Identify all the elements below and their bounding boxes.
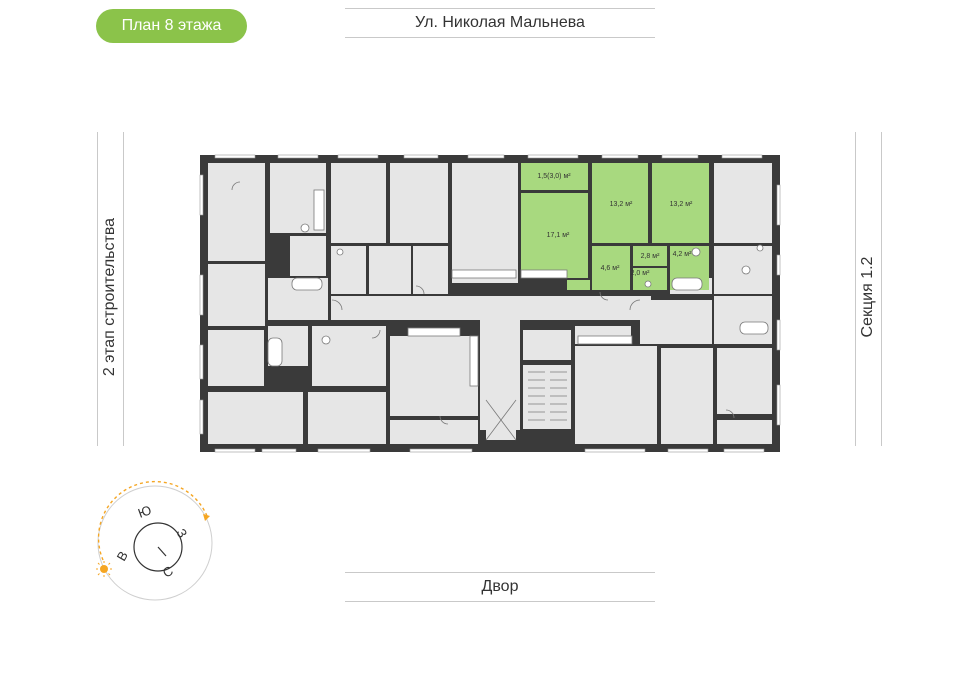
area-label-corridor: 2,8 м² xyxy=(641,253,660,260)
floor-label-pill[interactable]: План 8 этажа xyxy=(96,9,247,43)
windows xyxy=(199,154,781,453)
right-side-label: Секция 1.2 xyxy=(859,256,876,338)
room xyxy=(714,296,772,344)
right-side-line-1 xyxy=(855,132,856,446)
sink xyxy=(644,280,652,288)
area-label-balcony: 1,5(3,0) м² xyxy=(537,173,571,180)
bathtub xyxy=(671,277,703,291)
compass-north: С xyxy=(160,563,176,581)
room xyxy=(268,278,328,320)
room xyxy=(413,246,448,294)
corridor xyxy=(480,320,520,430)
toilet xyxy=(300,223,310,233)
room xyxy=(390,163,448,243)
stairs xyxy=(485,371,567,441)
room xyxy=(714,163,772,243)
room xyxy=(208,163,265,261)
room xyxy=(331,246,366,294)
compass-inner-circle xyxy=(133,522,183,572)
kitchen-counter xyxy=(469,335,479,387)
elevator xyxy=(486,400,516,440)
apt-living-room xyxy=(521,193,588,278)
room xyxy=(640,300,712,344)
yard-label-bottom: Двор xyxy=(345,572,655,602)
kitchen-counter xyxy=(577,335,633,345)
area-label-hall: 4,6 м² xyxy=(601,265,620,272)
room xyxy=(670,278,712,294)
sun-icon xyxy=(96,561,112,577)
room xyxy=(312,326,386,386)
apt-balcony xyxy=(521,163,588,190)
fixtures xyxy=(267,189,769,387)
left-side-line-2 xyxy=(123,132,124,446)
toilet xyxy=(321,335,331,345)
room xyxy=(270,163,326,233)
room xyxy=(331,163,386,243)
building-outline xyxy=(200,155,780,452)
apt-bathroom xyxy=(670,246,709,290)
area-label-bathroom: 4,2 м² xyxy=(673,251,692,258)
room xyxy=(661,348,713,444)
apt-bedroom-2 xyxy=(652,163,709,243)
right-side-line-2 xyxy=(881,132,882,446)
corridor xyxy=(331,296,651,320)
room xyxy=(268,326,308,366)
room xyxy=(369,246,411,294)
room xyxy=(452,163,518,283)
bathtub xyxy=(291,277,323,291)
room xyxy=(523,330,571,360)
kitchen-counter xyxy=(520,269,568,279)
area-label-living: 17,1 м² xyxy=(547,232,570,239)
room xyxy=(717,348,772,414)
stairwell xyxy=(523,365,571,429)
room xyxy=(208,330,264,386)
apt-wc xyxy=(633,268,667,290)
left-side-line-1 xyxy=(97,132,98,446)
arrow-icon xyxy=(203,514,210,521)
room xyxy=(208,264,265,326)
room xyxy=(308,392,386,444)
room xyxy=(290,236,326,276)
kitchen-counter xyxy=(451,269,517,279)
sink xyxy=(756,244,764,252)
toilet xyxy=(741,265,751,275)
bathtub xyxy=(267,337,283,367)
apt-hall xyxy=(592,246,630,290)
sink xyxy=(336,248,344,256)
compass-arc-arrow xyxy=(97,480,208,561)
street-label-top: Ул. Николая Мальнева xyxy=(345,8,655,38)
kitchen-counter xyxy=(313,189,325,231)
room xyxy=(390,336,478,416)
compass-east: В xyxy=(114,548,131,563)
kitchen-counter xyxy=(407,327,461,337)
room xyxy=(575,326,631,344)
room xyxy=(714,246,772,294)
compass-outer-ring xyxy=(97,485,213,601)
compass-west: З xyxy=(173,526,190,540)
apt-corridor xyxy=(633,246,667,266)
bathtub xyxy=(739,321,769,335)
toilet xyxy=(691,247,701,257)
compass-south: Ю xyxy=(136,502,153,521)
doors xyxy=(231,181,735,425)
compass: Ю З В С xyxy=(96,480,213,601)
compass-needle xyxy=(157,546,167,557)
apt-entry xyxy=(567,280,590,290)
area-labels: 1,5(3,0) м² 17,1 м² 13,2 м² 13,2 м² 2,8 … xyxy=(537,173,693,277)
room xyxy=(717,420,772,444)
area-label-wc: 2,0 м² xyxy=(631,270,650,277)
room xyxy=(575,346,657,444)
apt-bedroom-1 xyxy=(592,163,648,243)
area-label-bedroom-1: 13,2 м² xyxy=(610,201,633,208)
rooms xyxy=(208,163,772,444)
highlighted-apartment[interactable] xyxy=(521,163,709,290)
area-label-bedroom-2: 13,2 м² xyxy=(670,201,693,208)
room xyxy=(390,420,478,444)
left-side-label: 2 этап строительства xyxy=(101,217,118,377)
room xyxy=(208,392,303,444)
